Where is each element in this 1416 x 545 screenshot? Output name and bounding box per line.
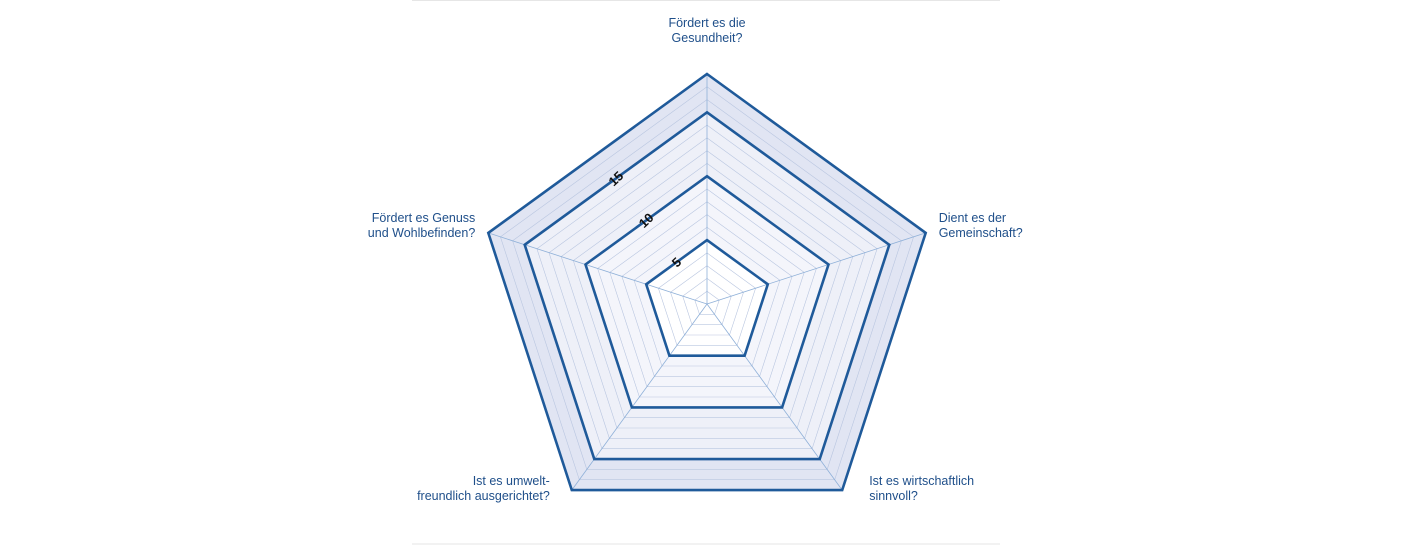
axis-label-line: freundlich ausgerichtet? <box>417 489 550 503</box>
minor-grid-ring <box>500 86 914 481</box>
axis-label-line: Dient es der <box>939 211 1006 225</box>
minor-grid-ring <box>670 265 744 336</box>
minor-grid-ring <box>572 163 842 419</box>
minor-grid-ring <box>560 150 854 429</box>
major-ring-10 <box>583 174 831 409</box>
axis-label-line: sinnvoll? <box>869 489 918 503</box>
axis-label-line: Ist es umwelt- <box>473 474 550 488</box>
axis-label-line: und Wohlbefinden? <box>368 226 476 240</box>
major-ring-5 <box>644 238 770 358</box>
minor-grid-ring <box>682 278 732 326</box>
axis-label-line: Fördert es Genuss <box>372 211 476 225</box>
axis-label-line: Fördert es die <box>668 16 745 30</box>
minor-grid-ring <box>512 99 902 470</box>
minor-grid-ring <box>621 214 793 377</box>
minor-grid-group <box>500 86 914 481</box>
axis-label-3: Ist es umwelt-freundlich ausgerichtet? <box>417 474 550 503</box>
axis-label-line: Ist es wirtschaftlich <box>869 474 974 488</box>
minor-grid-ring <box>658 252 756 346</box>
outer-frame <box>486 72 928 492</box>
minor-grid-ring <box>548 137 866 439</box>
minor-grid-ring <box>597 188 817 398</box>
major-rings-group <box>486 72 928 492</box>
axis-label-line: Gesundheit? <box>672 31 743 45</box>
minor-grid-ring <box>536 124 878 450</box>
axis-label-line: Gemeinschaft? <box>939 226 1023 240</box>
minor-grid-ring <box>633 226 781 367</box>
minor-grid-ring <box>609 201 805 388</box>
minor-grid-ring <box>694 290 720 315</box>
major-ring-15 <box>523 110 891 461</box>
